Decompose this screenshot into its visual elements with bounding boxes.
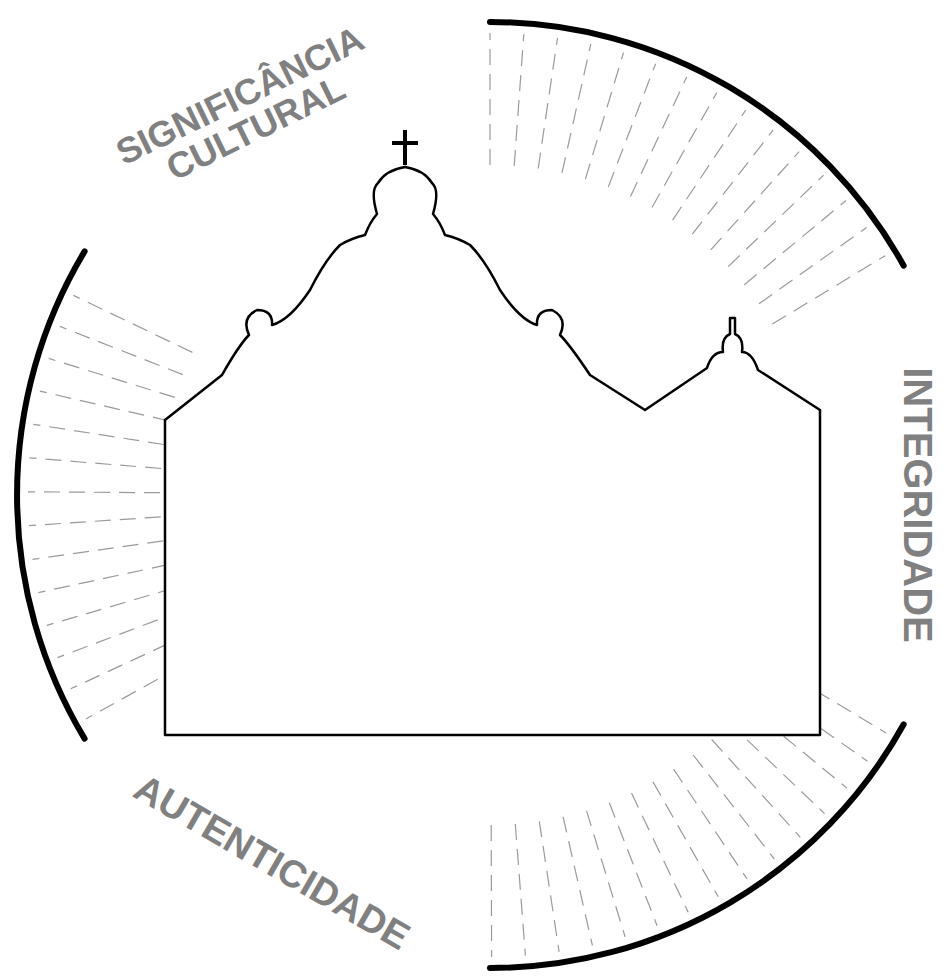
radial-dash (539, 821, 559, 952)
radial-dash (653, 782, 718, 897)
radial-dash (744, 201, 846, 285)
concept-label: AUTENTICIDADE (128, 768, 416, 956)
radial-dash (40, 391, 169, 421)
radial-dash (58, 611, 182, 658)
radial-dash (674, 769, 747, 879)
radial-dash (585, 53, 623, 179)
radial-dash (728, 175, 823, 266)
arc-left (17, 251, 85, 738)
radial-dash (538, 38, 557, 169)
radial-dash (73, 295, 192, 352)
radial-dash (587, 811, 626, 937)
radial-dash (29, 517, 161, 526)
radial-dash (608, 64, 655, 187)
radial-dash (772, 256, 885, 324)
radial-dash (563, 817, 592, 946)
radial-dash (47, 588, 174, 625)
radial-dash (491, 825, 493, 957)
arc-integrity (490, 22, 904, 266)
cross-symbol (392, 130, 418, 165)
radial-dash (38, 565, 167, 593)
radial-dash (489, 33, 490, 165)
radial-dash (33, 541, 164, 559)
radial-dash (673, 110, 746, 220)
concept-label: SIGNIFICÂNCIA CULTURAL (97, 14, 398, 210)
radial-dash (692, 130, 773, 234)
radial-dash (631, 77, 687, 196)
concept-label: INTEGRIDADE (898, 367, 938, 643)
radial-dash (28, 491, 160, 493)
radial-dash (759, 227, 867, 303)
radial-dash (632, 793, 689, 912)
radial-dash (652, 93, 717, 208)
radial-dash (515, 824, 525, 956)
radial-dash (30, 458, 162, 469)
radial-dash (693, 755, 774, 859)
church-facade (165, 167, 820, 735)
radial-dash (514, 34, 524, 166)
radial-dash (60, 326, 183, 374)
radial-dash (562, 44, 591, 173)
radial-dash (33, 424, 164, 444)
arc-lower (490, 724, 904, 968)
radial-dash (711, 152, 799, 250)
radial-dash (712, 740, 801, 838)
